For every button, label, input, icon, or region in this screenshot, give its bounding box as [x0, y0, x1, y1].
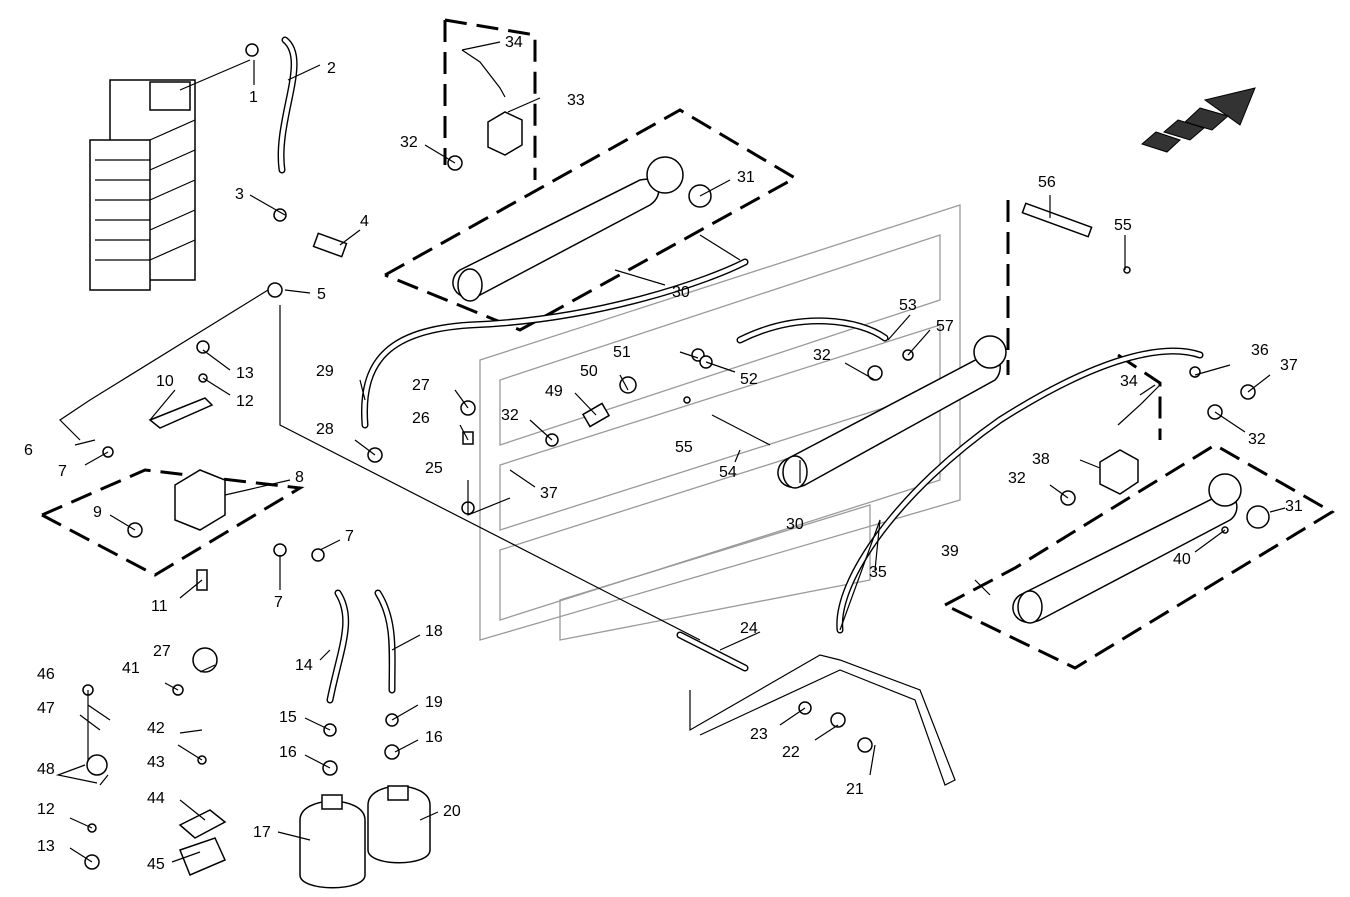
callout-12-top: 12 [236, 393, 254, 410]
valve-block-33 [487, 111, 523, 156]
callout-31-left: 31 [737, 169, 755, 186]
callout-27-bottom: 27 [153, 643, 171, 660]
callout-9: 9 [93, 504, 102, 521]
callout-13-top: 13 [236, 365, 254, 382]
callout-32-b: 32 [501, 407, 519, 424]
callout-19: 19 [425, 694, 443, 711]
callout-13-bottom: 13 [37, 838, 55, 855]
callout-35: 35 [869, 564, 887, 581]
callout-47: 47 [37, 700, 55, 717]
callout-28: 28 [316, 421, 334, 438]
callout-56: 56 [1038, 174, 1056, 191]
callout-32-a: 32 [400, 134, 418, 151]
callout-55-right: 55 [1114, 217, 1132, 234]
callout-8: 8 [295, 469, 304, 486]
callout-37-middle: 37 [540, 485, 558, 502]
callout-7-bottom: 7 [274, 594, 283, 611]
callout-48: 48 [37, 761, 55, 778]
accumulator-17 [299, 794, 366, 889]
hoses [59, 36, 1204, 786]
callout-22: 22 [782, 744, 800, 761]
callout-21: 21 [846, 781, 864, 798]
callout-30-middle: 30 [786, 516, 804, 533]
callout-14: 14 [295, 657, 313, 674]
callout-2: 2 [327, 60, 336, 77]
callout-54: 54 [719, 464, 737, 481]
callout-7-left: 7 [58, 463, 67, 480]
callout-17: 17 [253, 824, 271, 841]
callout-3: 3 [235, 186, 244, 203]
callout-34-right: 34 [1120, 373, 1138, 390]
callout-36: 36 [1251, 342, 1269, 359]
callout-7-right: 7 [345, 528, 354, 545]
direction-arrow-icon [1140, 87, 1256, 153]
callout-18: 18 [425, 623, 443, 640]
callout-41: 41 [122, 660, 140, 677]
callout-42: 42 [147, 720, 165, 737]
callout-52: 52 [740, 371, 758, 388]
callout-49: 49 [545, 383, 563, 400]
control-valve-block [89, 79, 196, 291]
callout-24: 24 [740, 620, 758, 637]
callout-27-top: 27 [412, 377, 430, 394]
callout-55-middle: 55 [675, 439, 693, 456]
callout-10: 10 [156, 373, 174, 390]
callout-15: 15 [279, 709, 297, 726]
callout-32-e: 32 [1248, 431, 1266, 448]
callout-23: 23 [750, 726, 768, 743]
callout-16-left: 16 [279, 744, 297, 761]
callout-4: 4 [360, 213, 369, 230]
callout-43: 43 [147, 754, 165, 771]
callout-34-left: 34 [505, 34, 523, 51]
callout-labels: 1 2 3 4 5 6 7 7 7 8 9 10 11 12 12 13 13 … [24, 34, 1303, 873]
callout-5: 5 [317, 286, 326, 303]
callout-29: 29 [316, 363, 334, 380]
cylinder-left [452, 156, 684, 302]
callout-38: 38 [1032, 451, 1050, 468]
cylinder-middle [777, 335, 1007, 489]
callout-6: 6 [24, 442, 33, 459]
callout-25: 25 [425, 460, 443, 477]
callout-32-d: 32 [1008, 470, 1026, 487]
callout-40: 40 [1173, 551, 1191, 568]
callout-50: 50 [580, 363, 598, 380]
callout-11: 11 [151, 598, 168, 615]
callout-37-right: 37 [1280, 357, 1298, 374]
callout-39: 39 [941, 543, 959, 560]
valve-block-8 [174, 469, 226, 531]
callout-31-right: 31 [1285, 498, 1303, 515]
cylinder-right [1012, 473, 1242, 624]
callout-33: 33 [567, 92, 585, 109]
callout-51: 51 [613, 344, 631, 361]
callout-57: 57 [936, 318, 954, 335]
callout-45: 45 [147, 856, 165, 873]
callout-32-c: 32 [813, 347, 831, 364]
accumulator-20 [367, 785, 431, 864]
valve-block-38 [1099, 449, 1139, 495]
small-fittings [82, 43, 1270, 876]
callout-16-right: 16 [425, 729, 443, 746]
dashed-assembly-outlines [41, 18, 1335, 670]
callout-20: 20 [443, 803, 461, 820]
leader-lines [55, 41, 1286, 863]
callout-26: 26 [412, 410, 430, 427]
callout-12-bottom: 12 [37, 801, 55, 818]
callout-44: 44 [147, 790, 165, 807]
callout-1: 1 [249, 89, 258, 106]
callout-46: 46 [37, 666, 55, 683]
callout-53: 53 [899, 297, 917, 314]
callout-30-left: 30 [672, 284, 690, 301]
